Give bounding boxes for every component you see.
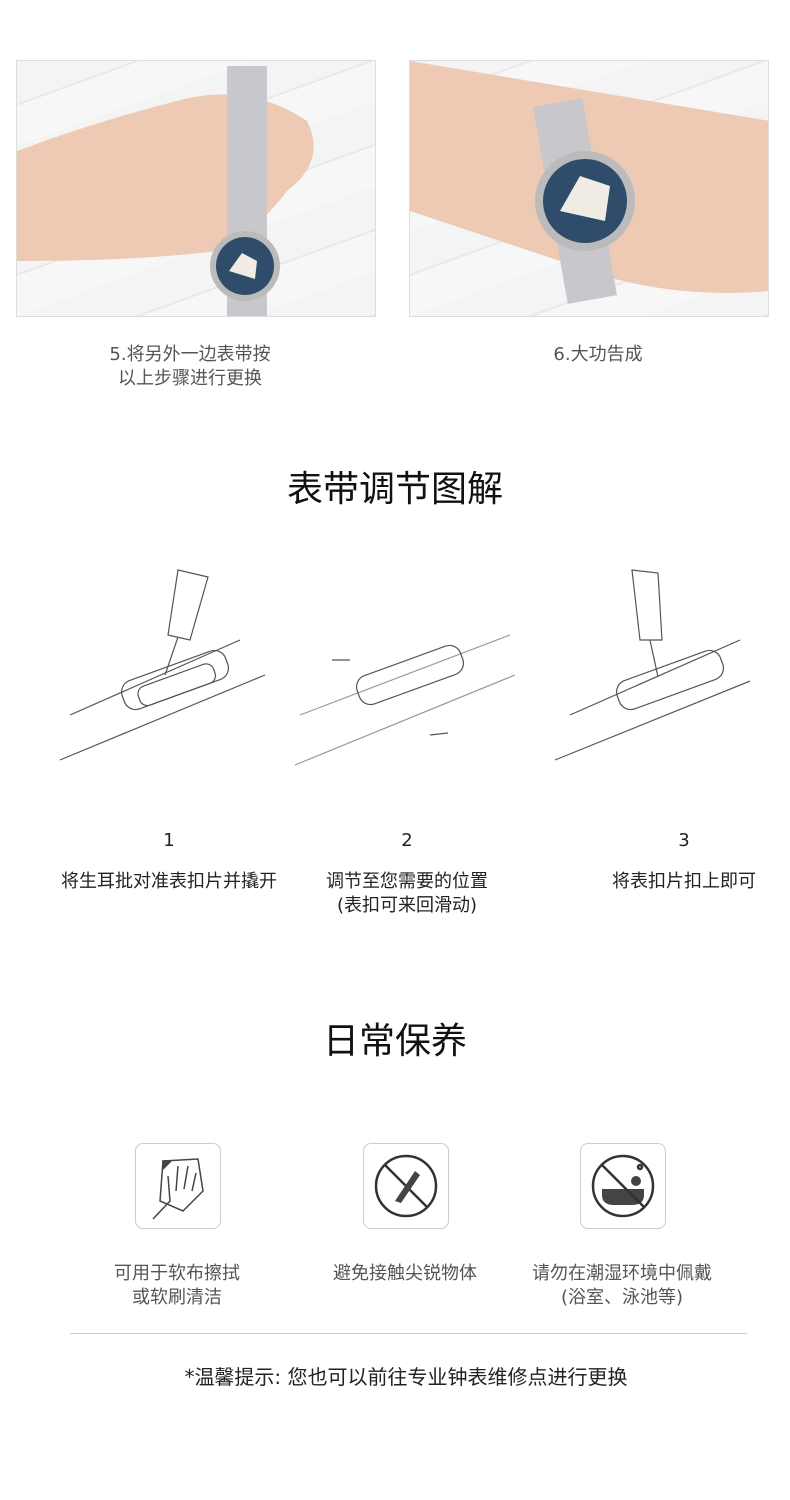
watch-on-wrist-image: [410, 61, 768, 304]
step-number: 2: [401, 830, 413, 851]
care-line: 或软刷清洁: [132, 1287, 222, 1308]
caption-line: 5.将另外一边表带按: [109, 344, 271, 365]
no-sharp-objects-icon: [363, 1143, 449, 1229]
no-bath-icon: [580, 1143, 666, 1229]
hand-cloth-icon: [135, 1143, 221, 1229]
care-item-2-label: 避免接触尖锐物体: [333, 1263, 477, 1284]
step-number: 3: [678, 830, 690, 851]
watch-on-hand-image: [17, 66, 314, 316]
photo-step-5: [16, 60, 376, 317]
photo-step-6: [409, 60, 769, 317]
diagram-step-1: [59, 569, 266, 761]
adjustment-diagrams: [59, 569, 750, 766]
step-number: 1: [163, 830, 175, 851]
diagram-step-3: [554, 569, 750, 761]
care-item-3-label: 请勿在潮湿环境中佩戴 (浴室、泳池等): [492, 1262, 752, 1310]
care-item-1-label: 可用于软布擦拭 或软刷清洁: [47, 1262, 307, 1310]
divider: [70, 1333, 747, 1334]
adjust-section-title: 表带调节图解: [286, 469, 503, 510]
caption-step-5: 5.将另外一边表带按 以上步骤进行更换: [40, 343, 340, 391]
step-line: 调节至您需要的位置: [326, 871, 488, 892]
care-section-title: 日常保养: [322, 1021, 467, 1062]
step-1-text: 将生耳批对准表扣片并撬开: [61, 871, 277, 892]
step-2-text: 调节至您需要的位置 (表扣可来回滑动): [277, 870, 537, 918]
care-line: (浴室、泳池等): [560, 1287, 684, 1308]
care-line: 请勿在潮湿环境中佩戴: [532, 1263, 712, 1284]
step-line: (表扣可来回滑动): [336, 895, 478, 916]
step-3-text: 将表扣片扣上即可: [612, 871, 756, 892]
caption-line: 以上步骤进行更换: [118, 368, 262, 389]
footer-tip: *温馨提示: 您也可以前往专业钟表维修点进行更换: [184, 1365, 628, 1389]
diagram-step-2: [294, 634, 516, 766]
care-line: 可用于软布擦拭: [114, 1263, 240, 1284]
caption-step-6: 6.大功告成: [553, 344, 643, 365]
